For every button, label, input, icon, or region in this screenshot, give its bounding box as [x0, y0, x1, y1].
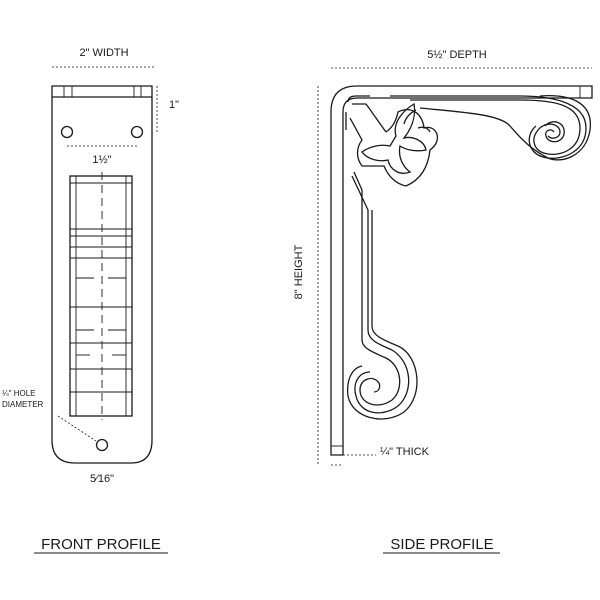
front-face-outer [69, 175, 133, 417]
side-upper-scroll-spiral [544, 121, 565, 143]
side-fleur-de-lis [349, 102, 439, 187]
front-hole-label-1: ¼" HOLE [2, 389, 36, 398]
front-bottom-hole [95, 438, 109, 452]
side-depth-label: 5½" DEPTH [427, 49, 487, 61]
front-profile-title: FRONT PROFILE [41, 536, 161, 553]
front-hole-leader [57, 415, 97, 442]
side-lower-scroll [353, 171, 401, 406]
side-thick-label: ¼" THICK [380, 446, 430, 458]
front-top-height-label: 1" [169, 99, 179, 111]
front-hole-label-2: DIAMETER [2, 400, 44, 409]
side-upper-scroll [410, 95, 591, 161]
front-plate-outline [51, 85, 153, 464]
front-profile-view: 2" WIDTH 1" 1½" [2, 47, 179, 554]
side-profile-view: 5½" DEPTH 8" HEIGHT ¼" THICK SIDE PROFIL… [293, 49, 593, 554]
front-inner-width-label: 1½" [92, 154, 111, 166]
front-mount-hole-left [60, 125, 74, 139]
side-inner-frame [345, 95, 587, 414]
side-lower-scroll-outer [346, 210, 418, 420]
front-face-rungs [70, 182, 132, 393]
side-profile-title: SIDE PROFILE [390, 536, 493, 553]
side-outer-frame [330, 85, 593, 456]
front-bottom-dim-label: 5⁄16" [90, 473, 114, 485]
front-mount-hole-right [130, 125, 144, 139]
front-face-ticks [76, 277, 126, 356]
side-height-label: 8" HEIGHT [293, 244, 305, 299]
front-width-label: 2" WIDTH [79, 47, 128, 59]
